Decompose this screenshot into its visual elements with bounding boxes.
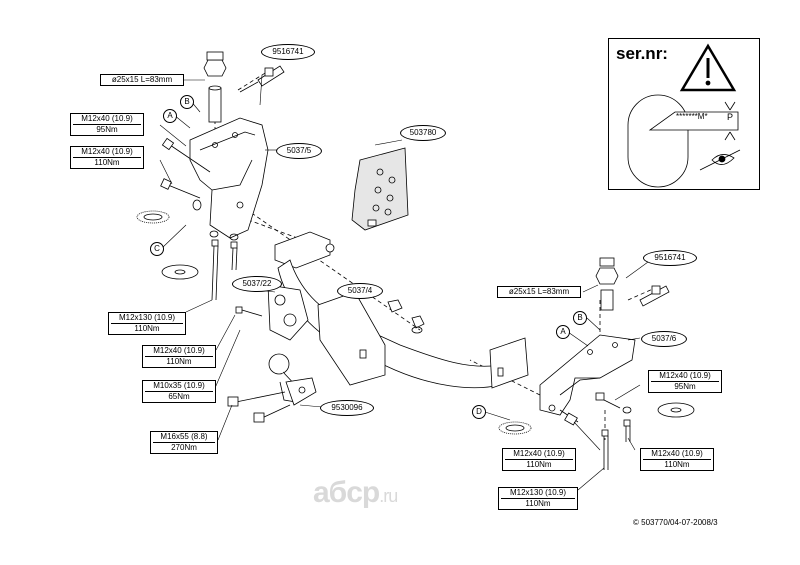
spec-spacer-left: ø25x15 L=83mm: [100, 74, 184, 86]
socket-plate: [235, 284, 309, 341]
left-side-bracket: [189, 117, 269, 239]
marker-c-left: C: [150, 242, 164, 256]
serial-suffix: P: [727, 112, 734, 122]
tow-ball: [227, 353, 317, 423]
right-bolt-kit-icon: [639, 285, 670, 307]
part-tag-wiring-kit: 503780: [400, 125, 446, 141]
spec-bolt-socket: M12x40 (10.9)110Nm: [142, 345, 216, 368]
watermark: aбcp.ru: [313, 476, 398, 509]
part-tag-bracket-left: 5037/5: [276, 143, 322, 159]
spec-bolt-long-right: M12x130 (10.9)110Nm: [498, 487, 578, 510]
marker-d-right: D: [472, 405, 486, 419]
copyright-text: © 503770/04-07-2008/3: [633, 518, 718, 527]
spec-spacer-right: ø25x15 L=83mm: [497, 286, 581, 298]
spec-bolt-b-left: M12x40 (10.9)110Nm: [70, 146, 144, 169]
part-tag-top-bolt-kit: 9516741: [261, 44, 315, 60]
spec-bolt-d-right: M12x40 (10.9)110Nm: [502, 448, 576, 471]
part-tag-bracket-right: 5037/6: [641, 331, 687, 347]
right-bolts: [498, 392, 695, 470]
part-tag-center-bar: 5037/4: [337, 283, 383, 299]
left-bolt-kit-icon: [239, 65, 285, 93]
spec-bolt-e-right: M12x40 (10.9)110Nm: [640, 448, 714, 471]
left-spacer: [203, 51, 227, 123]
spec-bolt-ball: M16x55 (8.8)270Nm: [150, 431, 218, 454]
marker-b-right: B: [573, 311, 587, 325]
serial-text: *******M*: [676, 112, 708, 121]
serial-number-label: ser.nr:: [616, 44, 668, 63]
spec-bolt-long-left: M12x130 (10.9)110Nm: [108, 312, 186, 335]
warning-illustration: [627, 43, 741, 188]
right-side-bracket: [539, 334, 636, 416]
main-crossbar: [274, 231, 529, 389]
marker-b-left: B: [180, 95, 194, 109]
part-tag-right-bolt-kit: 9516741: [643, 250, 697, 266]
spec-bolt-a-left: M12x40 (10.9)95Nm: [70, 113, 144, 136]
marker-a-right: A: [556, 325, 570, 339]
center-nuts: [387, 299, 425, 334]
marker-a-left: A: [163, 109, 177, 123]
warning-box: [608, 38, 760, 190]
part-tag-ball: 9530096: [320, 400, 374, 416]
part-tag-socket-plate: 5037/22: [232, 276, 282, 292]
spec-bolt-a-right: M12x40 (10.9)95Nm: [648, 370, 722, 393]
left-bolts: [136, 137, 211, 224]
spec-bolt-m10: M10x35 (10.9)65Nm: [142, 380, 216, 403]
left-long-bolt: [161, 230, 239, 301]
wiring-kit-bag: [351, 147, 409, 231]
right-spacer: [595, 257, 619, 311]
